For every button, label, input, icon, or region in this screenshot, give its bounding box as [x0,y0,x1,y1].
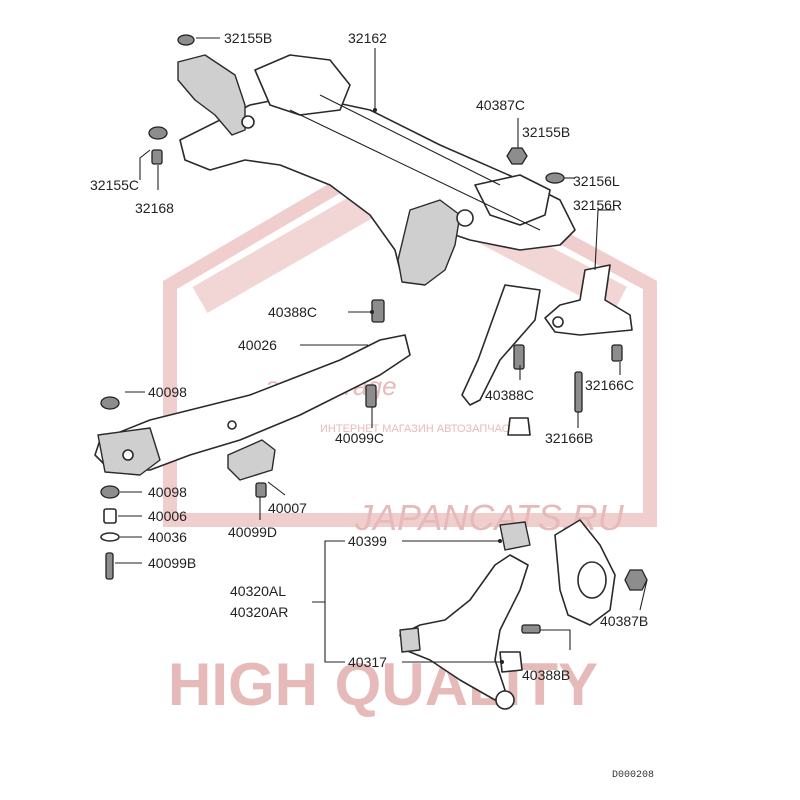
bracket-32156-hole [552,316,564,328]
leader-lines [115,37,648,663]
sleeve-40006 [103,508,117,524]
label-40026: 40026 [238,337,277,353]
bracket-32156 [544,264,633,336]
label-32166B: 32166B [545,430,593,446]
label-40099C: 40099C [335,430,384,446]
label-32155B-right: 32155B [522,124,570,140]
label-40399: 40399 [348,533,387,549]
label-40320AR: 40320AR [230,604,288,620]
label-40099B: 40099B [148,555,196,571]
watermark: autogarage ИНТЕРНЕТ МАГАЗИН АВТОЗАПЧАСТЕ… [163,141,657,718]
label-40317: 40317 [348,654,387,670]
label-40006: 40006 [148,508,187,524]
bushing-32155C [148,126,168,140]
crossmember-40026 [94,334,411,476]
label-40388C-mid: 40388C [485,387,534,403]
bolt-32166C [611,344,623,362]
bushing-32155B-top [177,34,195,46]
control-arm-balljoint [495,690,515,710]
control-arm-40320 [399,521,531,710]
label-40387C: 40387C [476,97,525,113]
label-40387B: 40387B [600,613,648,629]
control-arm-body [399,554,529,701]
knuckle-hub [577,561,607,599]
washer-40036 [100,532,120,542]
nut-40387C [506,147,528,165]
label-40099D: 40099D [228,524,277,540]
label-40388B: 40388B [522,667,570,683]
crossmember-hole [122,449,134,461]
subframe-rib [319,94,501,186]
label-40098-top: 40098 [148,384,187,400]
bolt-40099C [365,384,377,408]
subframe-32162 [177,54,576,286]
subframe-rear-bracket [397,199,461,286]
part-labels: 32155B 32162 32155C 32168 40387C 32155B … [90,30,654,781]
bolt-40099D [255,482,267,498]
subframe-bolt-hole [241,115,255,129]
label-40320AL: 40320AL [230,583,286,599]
bushing-40098-bottom [100,485,120,499]
nut-40387B [624,569,648,591]
subframe-tower [254,54,351,116]
label-40007: 40007 [268,500,307,516]
bushing-40317 [499,651,523,673]
leader-dots [370,108,504,664]
label-32162: 32162 [348,30,387,46]
label-40098-bottom: 40098 [148,484,187,500]
bolt-32166B [574,371,583,413]
label-40388C-top: 40388C [268,304,317,320]
bolt-32168 [151,149,163,165]
label-32155B-top: 32155B [224,30,272,46]
watermark-store: ИНТЕРНЕТ МАГАЗИН АВТОЗАПЧАСТЕЙ [320,422,531,435]
bolt-40388B [521,624,541,634]
label-32155C: 32155C [90,177,139,193]
label-32156L: 32156L [573,173,620,189]
subframe-rear-arm [474,174,551,226]
label-32168: 32168 [135,200,174,216]
bracket-32156-arm [544,264,633,336]
bolt-40099B [105,552,114,580]
watermark-tagline: HIGH QUALITY [168,651,598,718]
subframe-bolt-hole [456,209,474,227]
bushing-40399 [499,521,531,551]
subframe-front-mount [177,54,246,136]
bolt-40388C-top [371,299,385,323]
label-32166C: 32166C [585,377,634,393]
mount-40007 [227,439,276,481]
control-arm-bushing-front [399,627,421,653]
label-32156R: 32156R [573,197,622,213]
subframe-rib [289,109,541,231]
bushing-32155B-right [545,172,565,184]
bushing-40388C-mid [507,417,531,436]
label-40036: 40036 [148,529,187,545]
crossmember-hole [227,420,237,430]
bushing-40098-top [100,396,120,410]
link-40388C [461,284,541,406]
diagram-code: D000208 [612,770,654,781]
bolt-40388C-mid [513,344,525,370]
